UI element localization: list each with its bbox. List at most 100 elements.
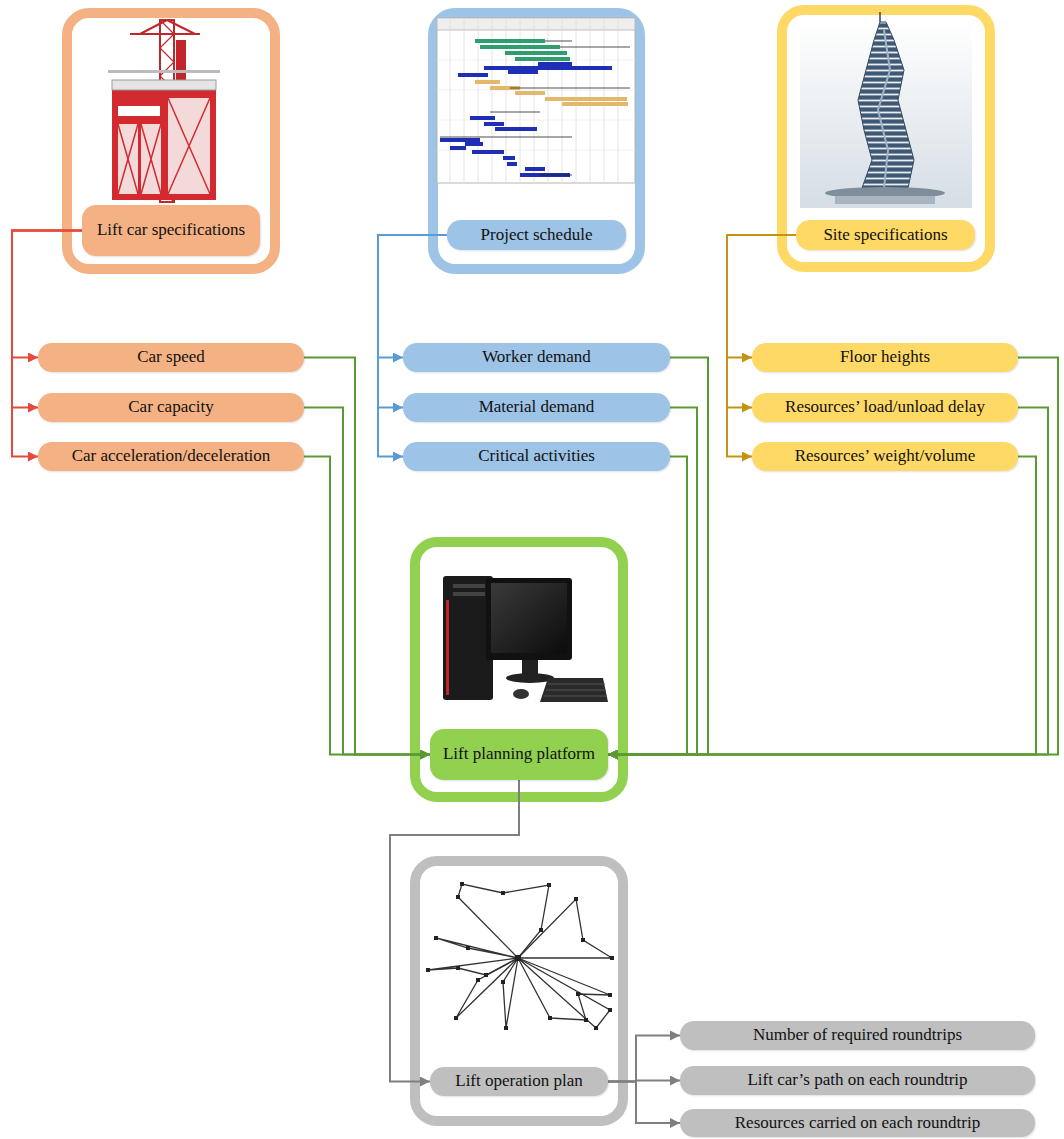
route-network-illustration-part-part <box>456 895 460 899</box>
connector-arrow <box>390 780 519 1082</box>
gantt-illustration-part <box>507 162 517 166</box>
tower-illustration-part <box>835 196 935 204</box>
gantt-illustration-part <box>472 150 504 154</box>
connector-arrow <box>608 1082 680 1124</box>
hoist-illustration-part <box>112 88 216 200</box>
output-pill: Resources carried on each roundtrip <box>680 1109 1035 1137</box>
route-network-illustration-part-part <box>426 968 430 972</box>
gantt-illustration-part <box>475 80 500 84</box>
connector-arrow <box>608 408 1048 755</box>
route-network-illustration-part-part <box>584 1018 588 1022</box>
route-network-illustration-part-part <box>456 966 460 970</box>
grey-frame <box>415 861 623 1121</box>
gantt-illustration-part <box>484 122 504 126</box>
input-pill: Critical activities <box>403 442 670 471</box>
gantt-illustration-part <box>484 66 612 70</box>
route-network-illustration-part-part <box>608 993 612 997</box>
connector-arrow <box>608 457 687 755</box>
route-network-illustration-part-part <box>608 1008 612 1012</box>
route-network-illustration-part-part <box>574 897 578 901</box>
input-pill: Car acceleration/deceleration <box>38 442 304 471</box>
output-pill: Number of required roundtrips <box>680 1021 1035 1050</box>
route-network-illustration <box>426 882 614 1030</box>
computer-illustration-part <box>513 689 529 699</box>
route-network-illustration-part-part <box>515 955 521 961</box>
computer-illustration-part <box>540 678 608 702</box>
pill-label: Resources carried on each roundtrip <box>735 1113 980 1133</box>
platform-pill: Lift planning platform <box>430 729 608 780</box>
computer-illustration-part <box>453 584 485 588</box>
hoist-illustration-part <box>130 20 200 34</box>
gantt-illustration-part <box>503 156 515 160</box>
route-network-illustration-part-part <box>460 882 464 886</box>
route-network-illustration-part-part <box>548 1016 552 1020</box>
tower-illustration-part <box>800 20 972 208</box>
connector-arrow <box>727 235 796 358</box>
computer-illustration-part <box>544 684 607 696</box>
connector-arrow <box>304 457 430 755</box>
gantt-illustration-part <box>465 142 483 146</box>
route-network-illustration-part <box>518 958 610 1028</box>
gantt-illustration-part <box>525 167 545 171</box>
computer-illustration-part <box>486 578 572 660</box>
route-network-illustration-part <box>518 958 610 1020</box>
route-network-illustration-part-part <box>581 938 585 942</box>
pill-label: Car capacity <box>128 397 213 417</box>
connector-arrow <box>12 231 82 358</box>
pill-label: Project schedule <box>481 225 593 245</box>
computer-illustration-part <box>443 576 493 700</box>
route-network-illustration-part <box>436 938 518 958</box>
gantt-illustration-part <box>440 41 630 175</box>
hoist-illustration-part <box>108 70 220 73</box>
hoist-illustration-part <box>176 40 186 80</box>
blue-frame <box>433 13 640 269</box>
output-pill: Lift car’s path on each roundtrip <box>680 1066 1035 1095</box>
gantt-illustration-part <box>437 18 635 30</box>
source-pill: Site specifications <box>796 220 975 250</box>
input-pill: Resources’ load/unload delay <box>752 393 1018 422</box>
route-network-illustration-part-part <box>594 1026 598 1030</box>
pill-label: Car speed <box>137 347 205 367</box>
gantt-illustration-part <box>515 57 570 61</box>
gantt-illustration-part <box>505 51 567 55</box>
computer-illustration <box>443 576 608 702</box>
gantt-illustration-part <box>495 127 537 131</box>
pill-label: Resources’ load/unload delay <box>785 397 985 417</box>
connector-arrow <box>608 457 1036 755</box>
connector-arrow <box>12 231 82 408</box>
frame-group <box>67 10 990 1121</box>
gantt-illustration-part <box>515 91 545 95</box>
pill-label: Resources’ weight/volume <box>795 446 976 466</box>
route-network-illustration-part-part <box>501 980 505 984</box>
route-network-illustration-part-part <box>501 891 505 895</box>
orange-frame <box>67 13 275 269</box>
tower-illustration-part <box>858 22 914 188</box>
gantt-illustration-part <box>475 39 545 43</box>
pill-label: Material demand <box>479 397 595 417</box>
gantt-illustration-part <box>437 60 635 150</box>
input-pill: Car speed <box>38 343 304 372</box>
hoist-illustration-part <box>112 80 216 90</box>
route-network-illustration-part-part <box>484 973 488 977</box>
connector-arrow <box>608 358 1058 755</box>
pill-label: Lift planning platform <box>443 744 595 764</box>
source-pill: Project schedule <box>447 220 626 250</box>
connector-arrow <box>727 235 796 408</box>
pill-label: Number of required roundtrips <box>753 1025 962 1045</box>
route-network-illustration-part-part <box>576 992 580 996</box>
gantt-illustration-part <box>480 45 560 49</box>
route-network-illustration-part-part <box>610 956 614 960</box>
hoist-illustration <box>108 20 220 202</box>
source-pill: Lift car specifications <box>82 205 260 256</box>
connector-arrow <box>608 1036 680 1082</box>
connector-arrow <box>378 235 447 358</box>
computer-illustration-part <box>506 673 554 683</box>
pill-label: Lift car’s path on each roundtrip <box>747 1070 967 1090</box>
input-pill: Resources’ weight/volume <box>752 442 1018 471</box>
input-pill: Floor heights <box>752 343 1018 372</box>
plan-pill: Lift operation plan <box>430 1067 608 1096</box>
pill-label: Lift car specifications <box>97 220 245 240</box>
computer-illustration-part <box>491 583 567 653</box>
